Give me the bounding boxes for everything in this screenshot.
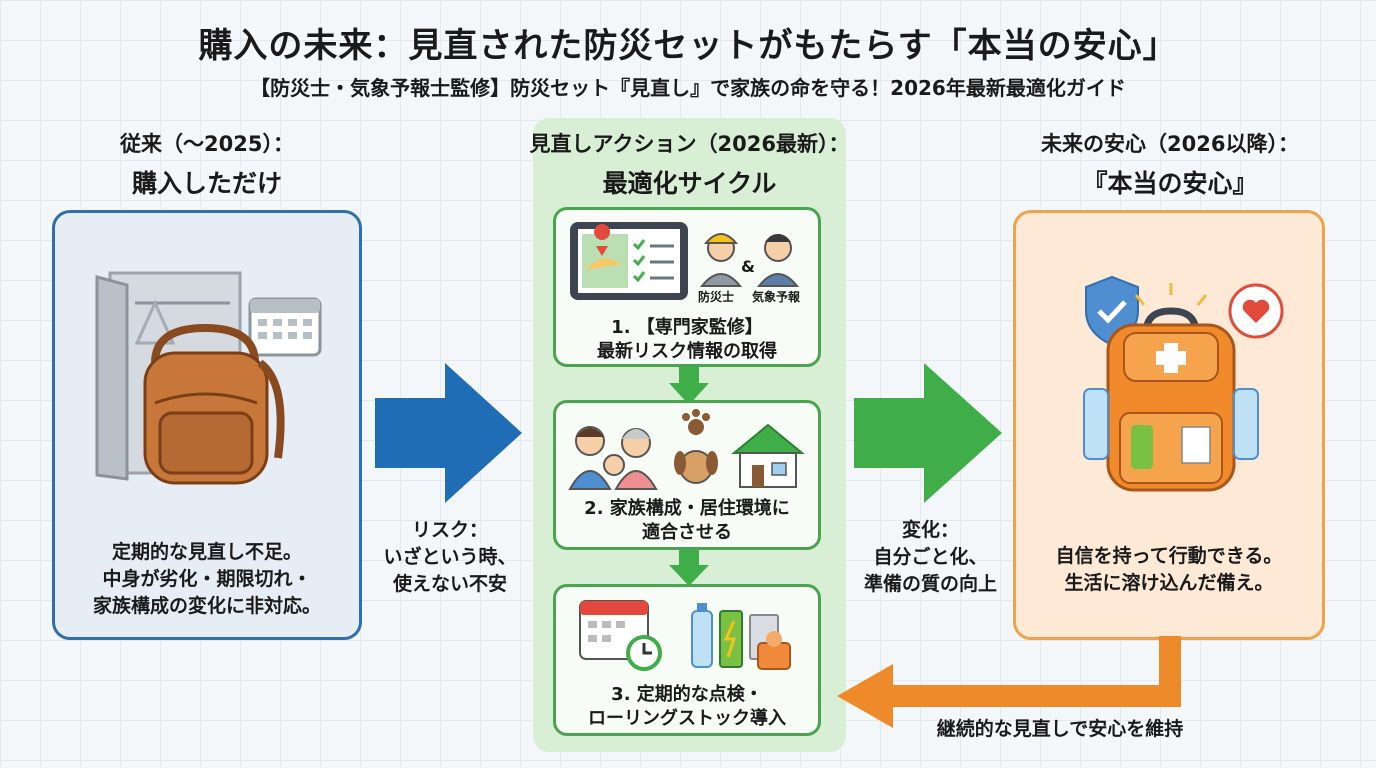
- refresh-clock-icon: [626, 635, 662, 671]
- down-arrow-1: [669, 367, 709, 405]
- middle-header: 見直しアクション（2026最新）： 最適化サイクル: [523, 128, 856, 200]
- disaster-expert-icon: [699, 233, 743, 287]
- step1-card: & 防災士 気象予報 1. 【専門家監修】 最新リスク情報の取得: [553, 207, 821, 367]
- middle-header-line1: 見直しアクション（2026最新）：: [529, 132, 850, 156]
- right-header-line1: 未来の安心（2026以降）：: [1041, 132, 1299, 156]
- down-arrow-2: [669, 550, 709, 586]
- battery-icon: [719, 610, 743, 668]
- green-arrow: [854, 363, 1002, 503]
- blue-arrow: [375, 363, 522, 503]
- left-header: 従来（～2025）： 購入しただけ: [52, 128, 362, 200]
- step3-card: 3. 定期的な点検・ ローリングストック導入: [553, 584, 821, 736]
- ready-backpack-illustration: [1083, 275, 1284, 492]
- paw-icon: [682, 409, 710, 435]
- step2-card: 2. 家族構成・居住環境に 適合させる: [553, 400, 821, 550]
- risk-label: リスク： いざという時、 使えない不安: [383, 519, 517, 595]
- emergency-backpack-icon: [1083, 307, 1259, 492]
- calendar-icon: [248, 297, 322, 357]
- change-label: 変化： 自分ごと化、 準備の質の向上: [863, 519, 997, 595]
- house-icon: [731, 423, 805, 488]
- page-subtitle: 【防災士・気象予報士監修】防災セット『見直し』で家族の命を守る！2026年最新最…: [250, 76, 1126, 100]
- left-header-line1: 従来（～2025）：: [120, 132, 294, 156]
- right-header: 未来の安心（2026以降）： 『本当の安心』: [1000, 128, 1340, 200]
- left-panel: 定期的な見直し不足。 中身が劣化・期限切れ・ 家族構成の変化に非対応。: [52, 210, 362, 640]
- step1-text: 1. 【専門家監修】 最新リスク情報の取得: [597, 317, 777, 362]
- dog-icon: [674, 450, 718, 484]
- tag-meteorologist: 気象予報: [752, 290, 801, 304]
- water-bottle-icon: [691, 603, 713, 668]
- orange-loop-arrow: [837, 636, 1181, 728]
- right-description: 自信を持って行動できる。 生活に溶け込んだ備え。: [1055, 545, 1283, 594]
- closet-backpack-illustration: [95, 271, 322, 485]
- right-header-line2: 『本当の安心』: [1082, 169, 1258, 198]
- food-can-icon: [749, 614, 791, 670]
- middle-header-line2: 最適化サイクル: [602, 169, 777, 198]
- tablet-map-icon: [570, 222, 688, 300]
- ampersand: &: [741, 257, 755, 276]
- loop-label: 継続的な見直しで安心を維持: [936, 718, 1184, 740]
- step3-text: 3. 定期的な点検・ ローリングストック導入: [588, 684, 786, 729]
- tag-disaster-expert: 防災士: [698, 290, 735, 304]
- family-icon: [568, 426, 658, 490]
- page-title: 購入の未来：見直された防災セットがもたらす「本当の安心」: [198, 26, 1178, 66]
- right-panel: 自信を持って行動できる。 生活に溶け込んだ備え。: [1013, 210, 1325, 640]
- meteorologist-icon: [756, 234, 800, 287]
- step2-text: 2. 家族構成・居住環境に 適合させる: [584, 498, 790, 543]
- left-header-line2: 購入しただけ: [131, 169, 282, 198]
- heart-bubble-icon: [1228, 283, 1284, 339]
- old-backpack-icon: [143, 323, 285, 485]
- left-description: 定期的な見直し不足。 中身が劣化・期限切れ・ 家族構成の変化に非対応。: [92, 541, 321, 617]
